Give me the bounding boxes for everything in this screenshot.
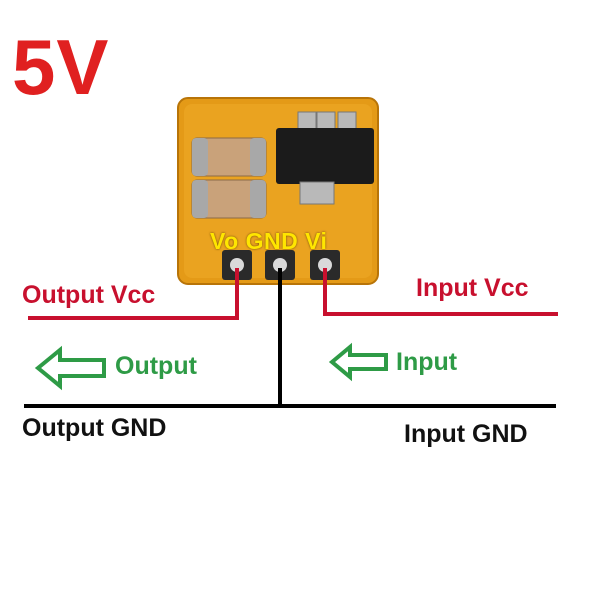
pin-labels: Vo GND Vi (210, 228, 328, 254)
voltage-title: 5V (12, 23, 110, 111)
input-gnd-label: Input GND (404, 420, 528, 448)
pcb-board (177, 97, 379, 285)
regulator-chip (276, 111, 374, 205)
output-arrow-icon (34, 345, 106, 391)
input-vcc-wire (323, 268, 558, 316)
input-vcc-label: Input Vcc (416, 274, 529, 302)
capacitor-top (191, 137, 267, 177)
input-label: Input (396, 348, 458, 376)
output-label: Output (115, 352, 197, 380)
output-gnd-label: Output GND (22, 414, 167, 442)
capacitor-bottom (191, 179, 267, 219)
input-arrow-icon (328, 342, 388, 382)
output-vcc-wire (28, 268, 239, 320)
pin-pads (222, 250, 340, 280)
output-vcc-label: Output Vcc (22, 281, 156, 309)
